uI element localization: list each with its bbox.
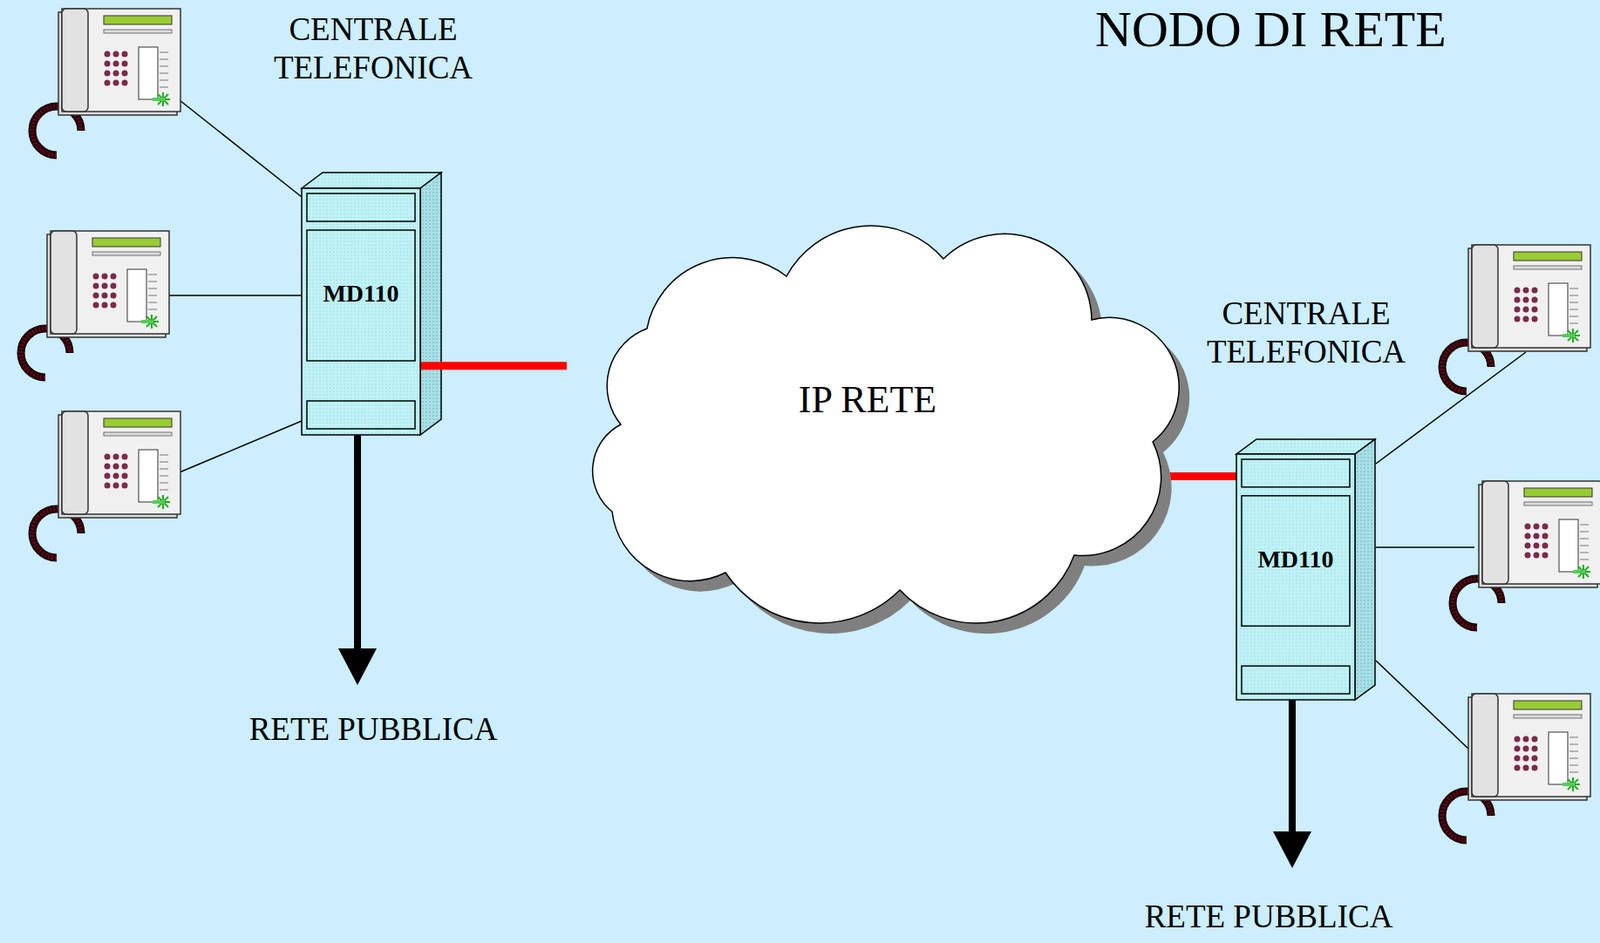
node-label: IP RETE <box>551 377 1185 423</box>
diagram-title: NODO DI RETE <box>1095 1 1447 58</box>
ip-trunk-link <box>420 361 567 370</box>
exchange-cabinet <box>301 188 421 436</box>
exchange-cabinet <box>1236 454 1355 701</box>
telephones <box>20 8 1600 841</box>
exchange-box: MD110 <box>301 188 421 436</box>
ip-network-cloud: IP RETE <box>551 224 1185 613</box>
exchange-box: MD110 <box>1236 454 1355 701</box>
network-caption: RETE PUBBLICA <box>1094 898 1444 937</box>
phone-wires <box>163 96 1526 750</box>
exchange-caption: CENTRALE TELEFONICA <box>1175 294 1437 373</box>
exchange-caption: CENTRALE TELEFONICA <box>242 10 504 89</box>
network-caption: RETE PUBBLICA <box>198 710 548 749</box>
exchange-depth <box>301 172 1376 701</box>
node-label: MD110 <box>1236 545 1355 574</box>
node-label: MD110 <box>301 279 421 308</box>
